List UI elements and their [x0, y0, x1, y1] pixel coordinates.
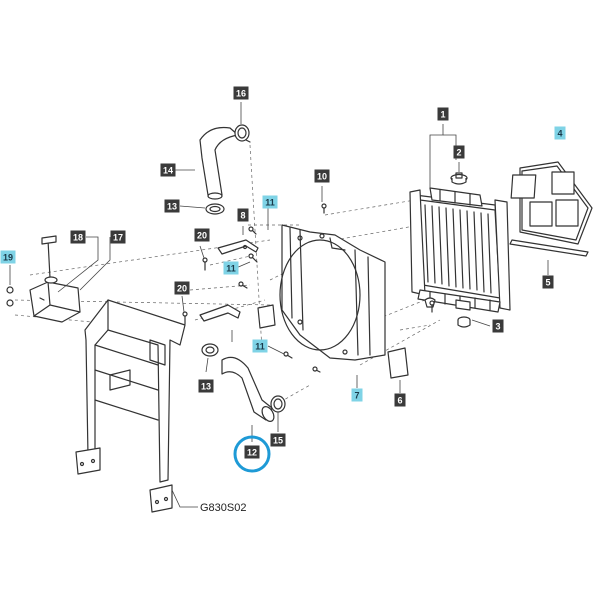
callout-17[interactable]: 17 — [110, 230, 126, 244]
diagram-reference-code: G830S02 — [200, 502, 246, 514]
callout-19[interactable]: 19 — [0, 250, 16, 264]
callout-12[interactable]: 12 — [244, 445, 260, 459]
callout-label: 11 — [255, 342, 265, 352]
drain-plug — [457, 316, 471, 328]
callout-box — [542, 275, 554, 289]
callout-5[interactable]: 5 — [542, 275, 554, 289]
callout-box — [262, 195, 278, 209]
grille-screen — [510, 161, 593, 245]
callout-label: 5 — [545, 278, 550, 288]
callout-box — [351, 388, 363, 402]
expansion-tank — [29, 281, 81, 323]
callout-label: 4 — [557, 129, 562, 139]
selected-part-ring[interactable] — [233, 435, 271, 473]
callout-label: 20 — [177, 284, 187, 294]
callout-box — [233, 86, 249, 100]
callout-box — [70, 230, 86, 244]
callout-20[interactable]: 20 — [174, 281, 190, 295]
callout-box — [394, 393, 406, 407]
hose-clamp — [270, 395, 286, 413]
callout-1[interactable]: 1 — [437, 107, 449, 121]
callout-6[interactable]: 6 — [394, 393, 406, 407]
callout-label: 8 — [240, 211, 245, 221]
callout-18[interactable]: 18 — [70, 230, 86, 244]
upper-hose — [199, 126, 239, 200]
callout-label: 6 — [397, 396, 402, 406]
callout-15[interactable]: 15 — [270, 433, 286, 447]
radiator-cap — [450, 172, 468, 185]
callout-8[interactable]: 8 — [237, 208, 249, 222]
bolt — [182, 203, 435, 373]
support-frame — [75, 299, 186, 513]
hose-clamp — [205, 203, 225, 215]
callout-13[interactable]: 13 — [164, 199, 180, 213]
leader-lines — [9, 102, 549, 508]
seal-strip — [509, 239, 589, 257]
callout-11[interactable]: 11 — [252, 339, 268, 353]
callout-label: 20 — [197, 231, 207, 241]
callout-label: 15 — [273, 436, 283, 446]
callout-label: 1 — [440, 110, 445, 120]
callout-11[interactable]: 11 — [262, 195, 278, 209]
callout-label: 16 — [236, 89, 246, 99]
callout-label: 13 — [167, 202, 177, 212]
callout-20[interactable]: 20 — [194, 228, 210, 242]
callout-label: 10 — [317, 172, 327, 182]
callout-box — [270, 433, 286, 447]
radiator — [409, 187, 511, 313]
screw — [6, 286, 14, 307]
callout-label: 18 — [73, 233, 83, 243]
callout-box — [453, 145, 465, 159]
callout-box — [198, 379, 214, 393]
callout-label: 13 — [201, 382, 211, 392]
bracket — [217, 239, 259, 255]
callout-label: 14 — [163, 166, 173, 176]
callout-16[interactable]: 16 — [233, 86, 249, 100]
lower-hose — [221, 356, 275, 422]
callout-7[interactable]: 7 — [351, 388, 363, 402]
callout-13[interactable]: 13 — [198, 379, 214, 393]
fan-shroud — [279, 224, 386, 361]
callout-box — [110, 230, 126, 244]
callout-box — [164, 199, 180, 213]
callout-box — [437, 107, 449, 121]
callout-label: 11 — [226, 264, 236, 274]
hose-clamp — [201, 343, 219, 357]
callout-10[interactable]: 10 — [314, 169, 330, 183]
callout-box — [223, 261, 239, 275]
callout-label: 7 — [354, 391, 359, 401]
callout-label: 19 — [3, 253, 13, 263]
tank-cap-sensor — [41, 235, 58, 284]
callout-label: 3 — [495, 322, 500, 332]
callout-box — [244, 445, 260, 459]
foam-pad — [257, 304, 409, 379]
callout-box — [554, 126, 566, 140]
callout-box — [237, 208, 249, 222]
callout-4[interactable]: 4 — [554, 126, 566, 140]
callout-label: 11 — [265, 198, 275, 208]
callout-box — [314, 169, 330, 183]
callout-label: 12 — [247, 448, 257, 458]
callout-label: 17 — [113, 233, 123, 243]
callout-box — [252, 339, 268, 353]
callout-box — [0, 250, 16, 264]
callout-box — [174, 281, 190, 295]
callout-3[interactable]: 3 — [492, 319, 504, 333]
callout-box — [492, 319, 504, 333]
callout-box — [160, 163, 176, 177]
callout-14[interactable]: 14 — [160, 163, 176, 177]
callout-label: 2 — [456, 148, 461, 158]
callout-2[interactable]: 2 — [453, 145, 465, 159]
bracket — [199, 304, 241, 322]
callout-11[interactable]: 11 — [223, 261, 239, 275]
hose-clamp — [234, 124, 251, 143]
callout-box — [194, 228, 210, 242]
